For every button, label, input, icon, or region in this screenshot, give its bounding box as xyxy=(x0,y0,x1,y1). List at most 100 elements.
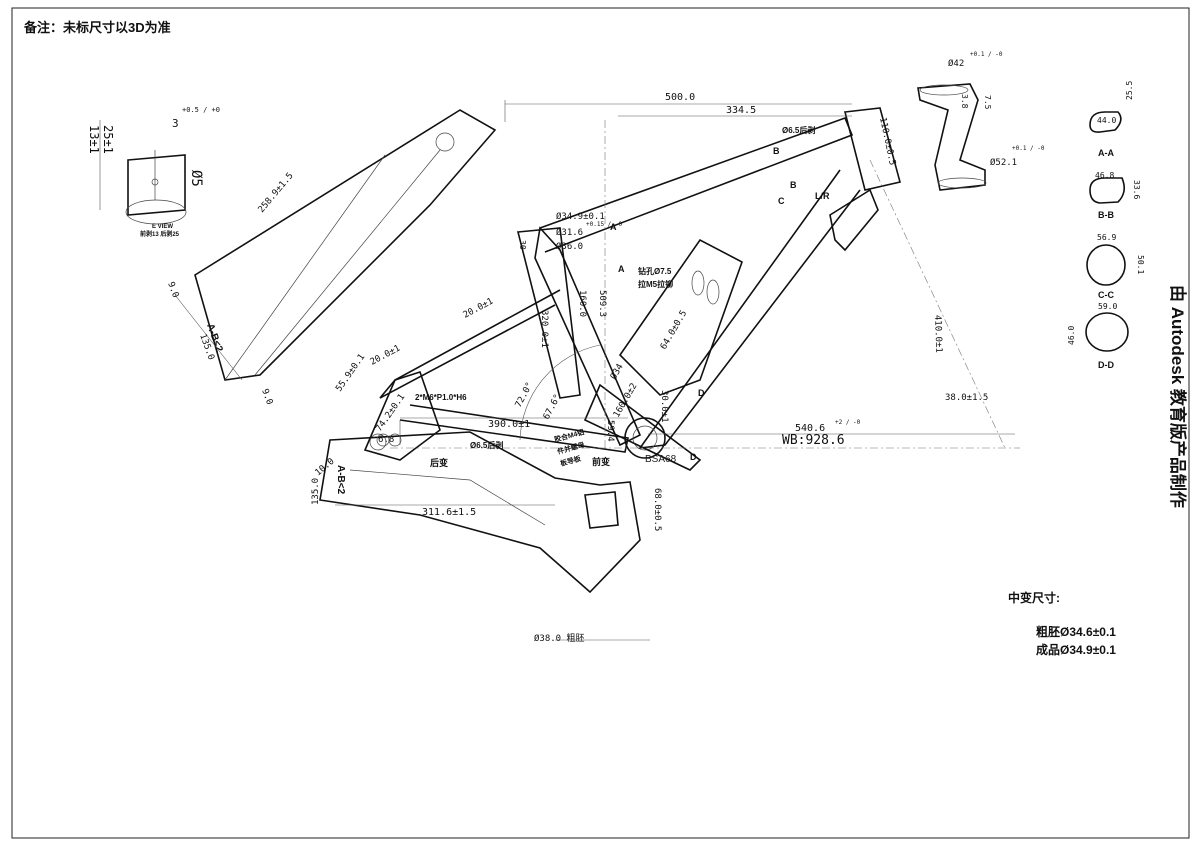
dim-head-52: Ø52.1 xyxy=(990,157,1017,168)
rocker-link xyxy=(583,383,702,471)
rear-dropout xyxy=(363,370,441,461)
bottom-bracket xyxy=(624,417,666,459)
seat-stay-inner-r xyxy=(254,149,441,376)
dim-stay-742: 74.2±0.1 xyxy=(374,392,407,433)
label-hole-65a: Ø6.5后剥 xyxy=(470,440,503,450)
seat-stay-outline xyxy=(194,109,497,381)
dim-seat-509: 509.3 xyxy=(597,290,607,317)
label-bolt: 2*M6*P1.0*H6 xyxy=(415,393,467,402)
dim-seat-349: Ø34.9±0.1 xyxy=(556,211,605,222)
dim-334-text: 334.5 xyxy=(726,105,756,116)
seat-stay-inner-l xyxy=(224,154,386,381)
sheet-border xyxy=(11,7,1190,839)
wheelbase-text: WB:928.6 xyxy=(782,433,845,448)
dim-link-64: 64.0±0.5 xyxy=(659,309,689,352)
head-tube-detail xyxy=(917,83,987,191)
chain-stay-yoke xyxy=(584,491,619,529)
dim-front-38: 38.0±1.5 xyxy=(945,393,988,403)
chain-stay-inner xyxy=(349,469,546,526)
dim-head-52-tol: +0.1 / -0 xyxy=(1012,145,1045,152)
cable-port xyxy=(829,188,879,252)
dim-head-42: Ø42 xyxy=(948,58,964,69)
section-dd: 59.0 46.0 D-D xyxy=(1067,302,1129,370)
dim-540-tol: +2 / -0 xyxy=(835,419,861,426)
section-dd-shape xyxy=(1085,312,1129,352)
bottom-bracket-inner xyxy=(632,425,658,451)
section-marker-b: B xyxy=(773,146,780,156)
section-marker-a2: A xyxy=(618,264,625,274)
label-ab-k2-bot: A-B<2 xyxy=(335,465,346,495)
dim-detail-25: 25±1 xyxy=(101,125,115,154)
label-view-e: E VIEW xyxy=(152,224,173,230)
section-cc-h: 50.1 xyxy=(1136,255,1145,274)
headtube-profile xyxy=(917,83,986,191)
section-marker-a: A xyxy=(610,222,617,232)
autodesk-watermark: 由 Autodesk 教育版产品制作 xyxy=(1168,285,1188,508)
label-cs-guide-3: 板导板 xyxy=(559,454,583,468)
bb-size-raw: 粗胚Ø34.6±0.1 xyxy=(1036,624,1116,639)
section-marker-d: D xyxy=(698,388,705,398)
down-tube xyxy=(638,169,861,450)
seat-stay-bridge xyxy=(435,132,455,152)
seat-stay-view xyxy=(174,109,497,381)
section-cc-label: C-C xyxy=(1098,290,1114,300)
head-tube xyxy=(843,107,901,191)
chain-stay-outline xyxy=(319,431,641,594)
dim-ss-9b: 9.0 xyxy=(259,388,274,407)
dim-cs-38: Ø38.0 粗胚 xyxy=(534,632,585,644)
dim-detail-13: 13±1 xyxy=(87,125,101,154)
detail-body xyxy=(127,154,186,216)
dim-bb-34: Ø34 xyxy=(608,362,626,382)
section-bb-w: 46.8 xyxy=(1095,171,1114,180)
main-frame xyxy=(363,107,901,471)
water-bottle xyxy=(618,238,743,396)
section-aa-label: A-A xyxy=(1098,148,1114,158)
section-bb: 46.8 33.6 B-B xyxy=(1089,171,1141,220)
section-cc-w: 56.9 xyxy=(1097,233,1116,242)
dim-stay-559: 55.9±0.1 xyxy=(334,352,367,393)
section-marker-c: C xyxy=(778,196,785,206)
dim-stay-68: 6.8 xyxy=(378,435,394,445)
dim-stay-20a: 20.0±1 xyxy=(462,297,495,321)
bb-size-finished: 成品Ø34.9±0.1 xyxy=(1036,642,1116,657)
label-view-e-sub: 前剥13 后剥25 xyxy=(140,230,180,238)
dim-seat-316-tol: +0.15 / -0 xyxy=(586,221,623,228)
section-dd-label: D-D xyxy=(1098,360,1114,370)
section-dd-w: 59.0 xyxy=(1098,302,1117,311)
top-tube xyxy=(539,116,854,253)
dim-cs-311: 311.6±1.5 xyxy=(422,507,476,518)
angle-arc xyxy=(519,344,601,441)
dim-seat-30: 30 xyxy=(518,240,527,250)
dim-link-160: 160.0±2 xyxy=(612,382,640,420)
dim-390-text: 390.0±1 xyxy=(488,419,530,430)
section-marker-b2: B xyxy=(790,180,797,190)
axle-circle xyxy=(369,433,387,451)
bb-size-heading: 中变尺寸: xyxy=(1008,590,1060,605)
chain-stay xyxy=(399,404,629,453)
label-rivet: 拉M5拉铆 xyxy=(638,279,673,289)
headtube-bottom xyxy=(937,177,987,189)
label-lr: L/R xyxy=(815,191,830,201)
dim-head-110: 110.0±0.5 xyxy=(877,117,897,167)
dim-seat-160: 160.0 xyxy=(577,290,587,317)
dim-seat-36: Ø36.0 xyxy=(556,241,583,252)
drawing-note: 备注：未标尺寸以3D为准 xyxy=(23,20,171,35)
seat-post-area xyxy=(516,227,581,399)
section-bb-shape xyxy=(1089,177,1126,204)
bottle-hole-2 xyxy=(706,279,720,305)
section-aa-w: 44.0 xyxy=(1097,116,1116,125)
section-bb-label: B-B xyxy=(1098,210,1114,220)
label-bsa68: BSA68 xyxy=(645,454,677,465)
seat-tube xyxy=(534,226,642,447)
dim-detail-3-tol: +0.5 / +0 xyxy=(182,106,220,114)
bottle-hole-1 xyxy=(691,270,705,296)
label-hole-65b: Ø6.5后剥 xyxy=(782,125,815,135)
dim-detail-3: 3 xyxy=(172,117,179,130)
label-rear-derailleur: 后变 xyxy=(430,457,448,468)
section-cc-shape xyxy=(1086,244,1126,286)
dim-down-410: 410.0±1 xyxy=(932,315,943,353)
dim-seat-320: 320.0±1 xyxy=(539,310,549,348)
dim-stay-20b: 20.0±1 xyxy=(369,344,402,368)
label-front-derailleur: 前变 xyxy=(592,456,610,467)
dim-ss-9a: 9.0 xyxy=(165,281,180,300)
